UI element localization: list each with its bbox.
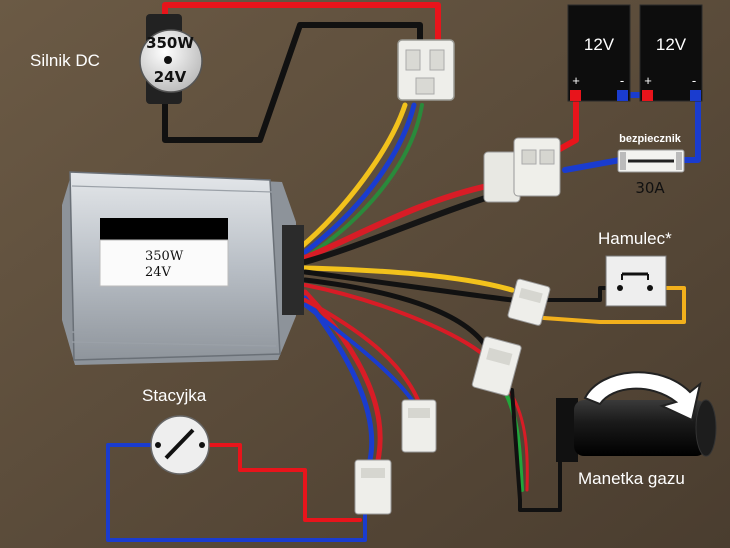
motor-label: Silnik DC — [30, 51, 100, 70]
rotation-arrow — [583, 371, 702, 422]
controller-label — [99, 239, 229, 287]
ignition-label: Stacyjka — [142, 386, 207, 405]
motor-green-wire — [306, 103, 424, 258]
ignition-loop-red — [203, 443, 362, 522]
fuse-blue-wire — [680, 89, 701, 163]
wires — [106, 2, 701, 542]
fuse-icon — [617, 149, 685, 173]
ignition-switch-icon — [150, 415, 210, 475]
throttle-black-wire — [302, 277, 488, 348]
throttle-black-out — [510, 388, 562, 512]
controller-power-text: 350W — [145, 249, 184, 264]
fuse-rating: 30A — [635, 179, 665, 197]
controller: 350W 24V — [62, 171, 304, 365]
battery-left-plus: + — [572, 73, 580, 88]
controller-voltage-text: 24V — [145, 265, 172, 280]
aux-blue-wire — [303, 303, 414, 402]
brake-yellow-wire — [302, 265, 515, 293]
brake-label: Hamulec* — [598, 229, 672, 248]
battery-right-plus: + — [644, 73, 652, 88]
motor-power-text: 350W — [146, 34, 194, 52]
throttle-label: Manetka gazu — [578, 469, 685, 488]
battery-left: 12V + - — [567, 4, 631, 102]
aux-connector — [401, 399, 437, 453]
battery-icon — [567, 4, 631, 102]
motor-icon: 350W 24V — [139, 14, 203, 104]
throttle-red-out — [508, 390, 529, 492]
motor-yellow-wire — [297, 102, 408, 251]
ignition-loop-blue — [106, 443, 367, 542]
battery-right-voltage: 12V — [656, 35, 687, 54]
throttle-green-wire — [503, 390, 524, 492]
throttle-connector — [471, 336, 522, 397]
brake-connector — [507, 278, 551, 326]
battery-negative-wire — [562, 157, 623, 173]
motor-black-wire — [162, 22, 423, 143]
brake-out-yellow — [542, 286, 686, 324]
ignition-connector — [354, 459, 392, 515]
battery-icon — [639, 4, 703, 102]
battery-red-wire — [302, 182, 495, 261]
brake-switch-icon — [605, 255, 667, 307]
controller-label-band — [100, 218, 228, 240]
battery-right: 12V + - — [639, 4, 703, 102]
battery-left-minus: - — [620, 73, 624, 88]
motor-connector — [397, 39, 455, 101]
battery-right-minus: - — [692, 73, 696, 88]
throttle-red-wire — [303, 283, 482, 354]
battery-black-wire — [302, 192, 498, 265]
throttle-grip-icon — [556, 371, 717, 462]
aux-red-wire — [303, 298, 420, 402]
fuse-label: bezpiecznik — [619, 133, 682, 145]
motor-voltage-text: 24V — [154, 68, 187, 86]
brake-black-wire — [302, 269, 515, 303]
battery-left-voltage: 12V — [584, 35, 615, 54]
battery-connector — [483, 137, 561, 203]
motor-blue-wire — [302, 102, 417, 255]
